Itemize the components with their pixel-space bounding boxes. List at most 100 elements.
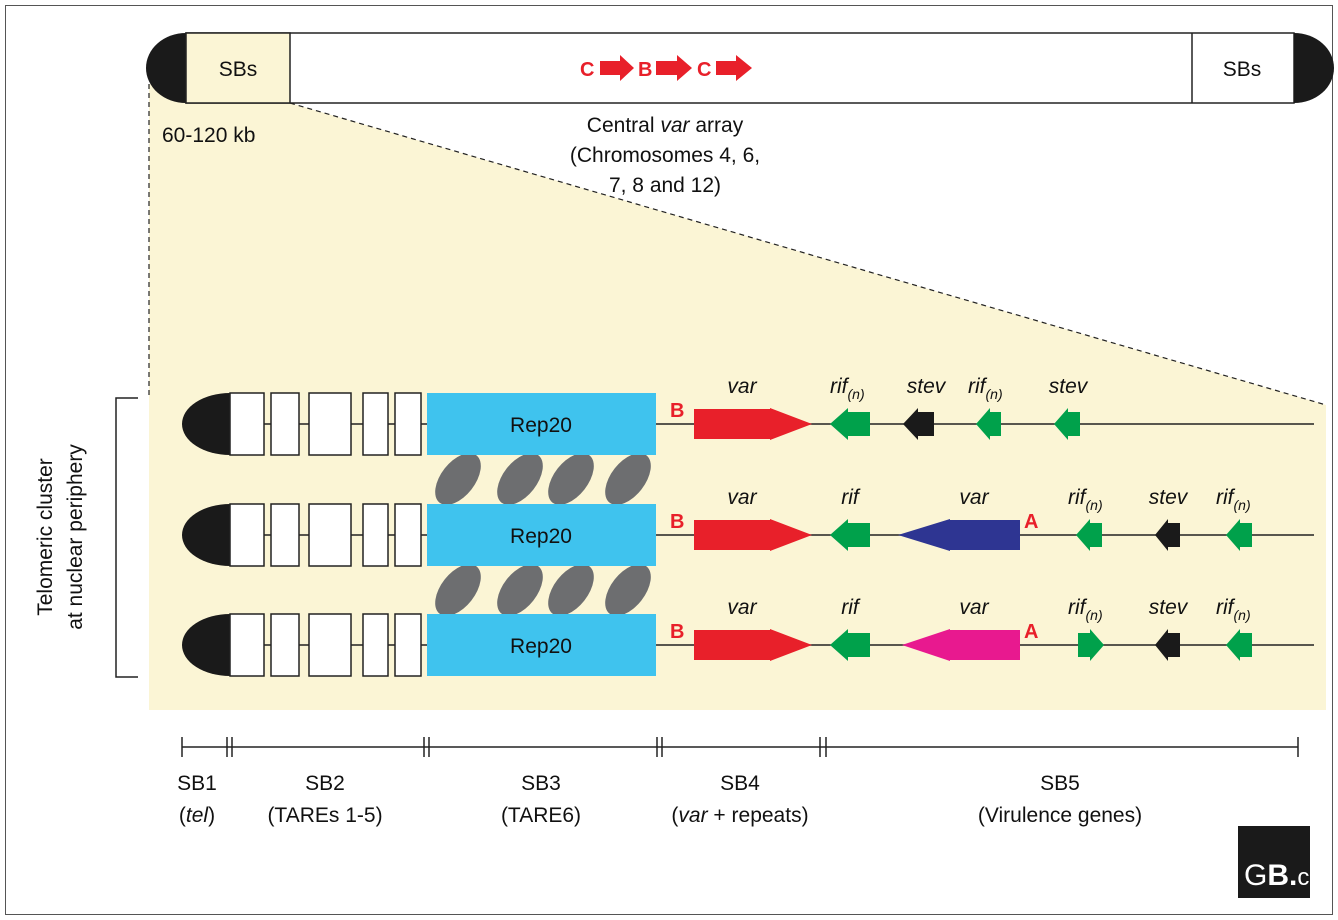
rif-label: rif(n)	[1216, 596, 1251, 623]
rif-gene	[1078, 629, 1104, 661]
tare-box	[394, 392, 422, 456]
tare-box	[229, 392, 265, 456]
rif-label: rif(n)	[968, 375, 1003, 402]
journal-logo: GB.c	[1238, 826, 1310, 898]
var-gene-red	[694, 408, 812, 440]
figure-frame	[5, 5, 1333, 915]
tare-box	[394, 503, 422, 567]
array-arrow-2	[656, 55, 692, 81]
sbs-left-box	[185, 32, 291, 104]
central-array-label: Central var array	[587, 114, 744, 137]
tare-box	[362, 392, 389, 456]
tare-box	[362, 613, 389, 677]
ups-b-label: B	[670, 621, 684, 643]
ups-a-label: A	[1024, 511, 1038, 533]
telomere-row-3: Rep20 B var rif var A rif(n) stev rif(n)	[182, 596, 1314, 677]
rif-label: rif(n)	[830, 375, 865, 402]
tare6-ellipse	[605, 453, 651, 505]
size-label: 60-120 kb	[162, 124, 255, 147]
rif-label: rif(n)	[1068, 486, 1103, 513]
segment-sb5-name: SB5	[1040, 772, 1080, 795]
stev-gene	[1054, 408, 1080, 440]
central-array-line2: (Chromosomes 4, 6,	[570, 144, 760, 167]
array-arrow-3	[716, 55, 752, 81]
tare6-ellipse	[497, 564, 543, 616]
central-array-line3: 7, 8 and 12)	[609, 174, 721, 197]
tare-box	[308, 503, 352, 567]
rep20-block	[427, 504, 656, 566]
array-label-b: B	[638, 59, 652, 81]
tare6-ellipse	[435, 564, 481, 616]
rif-gene	[1226, 519, 1252, 551]
tare6-ellipse	[497, 453, 543, 505]
rif-label: rif	[841, 596, 861, 619]
segment-sb2-name: SB2	[305, 772, 345, 795]
rif-gene	[1076, 519, 1102, 551]
array-arrow-1	[600, 55, 634, 81]
tare-box	[270, 503, 300, 567]
segment-sb3-desc: (TARE6)	[501, 804, 581, 827]
rif-gene	[830, 629, 870, 661]
rif-label: rif(n)	[1068, 596, 1103, 623]
var-label: var	[727, 596, 757, 619]
rep20-label: Rep20	[510, 635, 572, 658]
ups-b-label: B	[670, 511, 684, 533]
tare-box	[270, 613, 300, 677]
rep20-label: Rep20	[510, 414, 572, 437]
rif-gene	[1226, 629, 1252, 661]
segment-sb4-desc: (var + repeats)	[671, 804, 808, 827]
telomere-cap	[182, 614, 230, 676]
segment-sb4-name: SB4	[720, 772, 760, 795]
stev-label: stev	[1149, 596, 1189, 619]
tare6-ellipse	[605, 564, 651, 616]
segment-sb3-name: SB3	[521, 772, 561, 795]
stev-gene	[1155, 629, 1180, 661]
rif-label: rif(n)	[1216, 486, 1251, 513]
tare6-interactions	[435, 453, 651, 616]
rep20-block	[427, 614, 656, 676]
ups-a-label: A	[1024, 621, 1038, 643]
var-label: var	[727, 375, 757, 398]
stev-label: stev	[1149, 486, 1189, 509]
telomere-row-1: Rep20 B var rif(n) stev rif(n) stev	[182, 375, 1314, 456]
stev-label: stev	[1049, 375, 1089, 398]
var-gene-blue	[898, 519, 1020, 551]
telomere-cap-right	[1294, 33, 1334, 103]
tare-box	[229, 503, 265, 567]
chromosome: SBs SBs C B C	[146, 32, 1334, 104]
tare-box	[229, 613, 265, 677]
tare6-ellipse	[548, 564, 594, 616]
cluster-label-line2: at nuclear periphery	[64, 444, 87, 630]
segment-scale	[181, 737, 1299, 757]
var-gene-red	[694, 519, 812, 551]
tare-box	[308, 392, 352, 456]
array-label-c1: C	[580, 59, 594, 81]
tare-box	[270, 392, 300, 456]
stev-label: stev	[907, 375, 947, 398]
tare-box	[362, 503, 389, 567]
segment-sb1-name: SB1	[177, 772, 217, 795]
var-label: var	[959, 596, 989, 619]
segment-sb2-desc: (TAREs 1-5)	[267, 804, 382, 827]
ups-b-label: B	[670, 400, 684, 422]
var-gene-red	[694, 629, 812, 661]
rif-gene	[830, 408, 870, 440]
var-label: var	[959, 486, 989, 509]
rep20-block	[427, 393, 656, 455]
var-gene-pink	[902, 629, 1020, 661]
rif-gene	[830, 519, 870, 551]
tare6-ellipse	[548, 453, 594, 505]
sbs-right-label: SBs	[1223, 58, 1262, 81]
cluster-bracket	[115, 397, 138, 678]
telomere-cap	[182, 393, 230, 455]
tare-box	[394, 613, 422, 677]
stev-gene	[1155, 519, 1180, 551]
cluster-label-line1: Telomeric cluster	[34, 458, 57, 616]
telomere-cap	[182, 504, 230, 566]
tare6-ellipse	[435, 453, 481, 505]
rif-label: rif	[841, 486, 861, 509]
tare-box	[308, 613, 352, 677]
svg-text:GB.c: GB.c	[1244, 859, 1309, 892]
stev-gene	[903, 408, 934, 440]
